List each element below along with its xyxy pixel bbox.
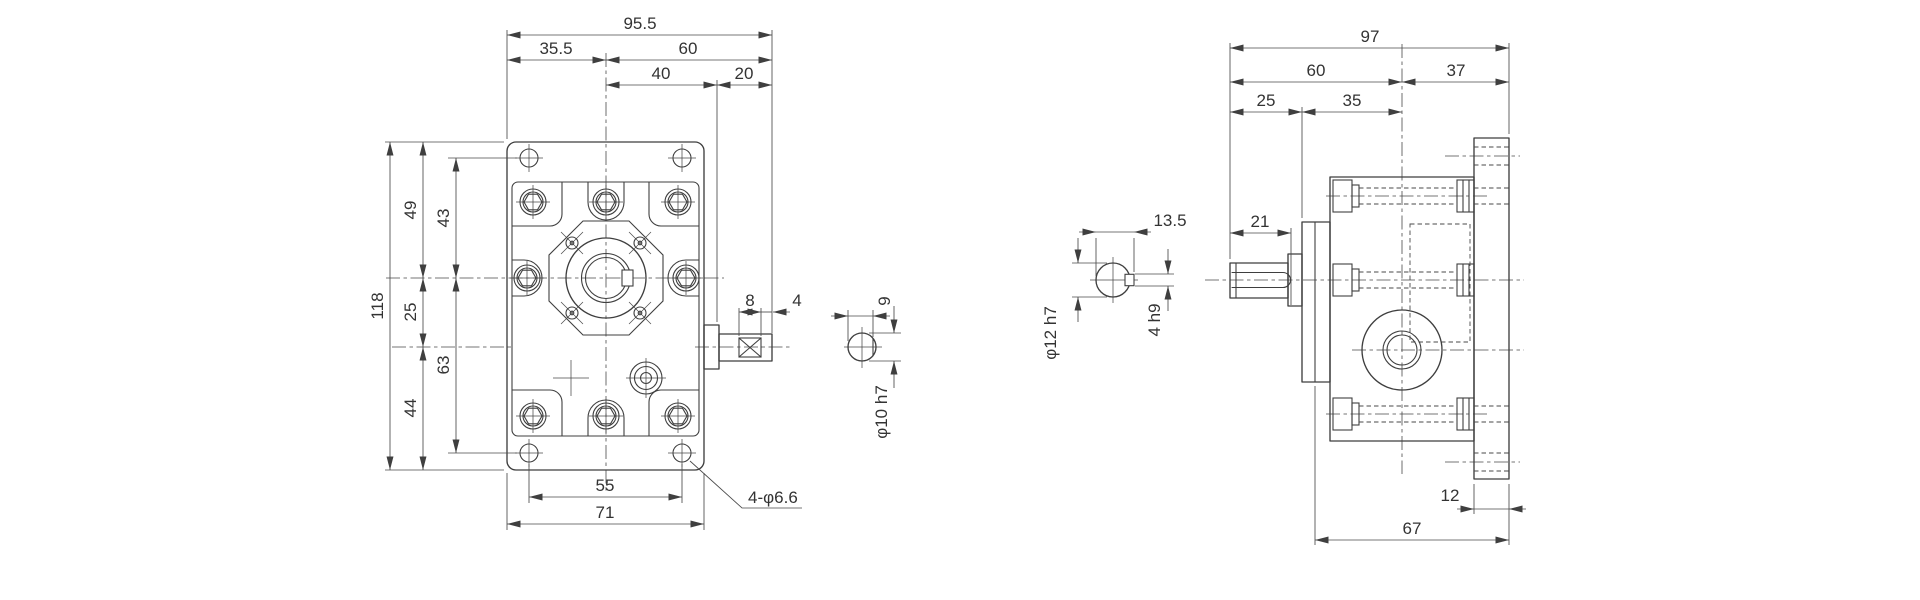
hidden-bore (1409, 223, 1471, 343)
dim-shaft-diameter: φ12 h7 (1041, 306, 1060, 360)
dim-stub-across-flat: 9 (875, 296, 894, 305)
dim-front-total-height: 118 (368, 292, 387, 319)
drive-shaft (1229, 262, 1289, 299)
drain-port (626, 358, 666, 398)
dim-shaft-key-length: 21 (1251, 212, 1270, 231)
dim-front-tip-width: 20 (735, 64, 754, 83)
dim-side-front-depth: 60 (1307, 61, 1326, 80)
side-body (1229, 137, 1510, 480)
shaft-keyway (621, 269, 634, 287)
front-cover (1301, 221, 1331, 383)
dim-side-total-depth: 97 (1361, 27, 1380, 46)
shaft-keyway-slot (1231, 271, 1291, 289)
dim-front-left-width: 35.5 (539, 39, 572, 58)
dim-stub-tip-length: 4 (792, 291, 801, 310)
dim-front-bottom-height: 44 (401, 399, 420, 418)
front-extension-lines (385, 30, 773, 530)
dim-side-cover-depth: 25 (1257, 91, 1276, 110)
dim-front-total-width: 95.5 (623, 14, 656, 33)
dim-body-depth: 67 (1403, 519, 1422, 538)
side-view: 97 60 37 25 35 21 13.5 φ12 h7 4 h9 12 67 (1041, 27, 1526, 545)
dim-key-width: 4 h9 (1145, 303, 1164, 336)
side-extension-lines (1229, 43, 1510, 545)
dim-side-mid-depth: 35 (1343, 91, 1362, 110)
dim-front-body-width: 40 (652, 64, 671, 83)
dim-front-flange-width: 71 (596, 503, 615, 522)
side-centerlines (1205, 44, 1524, 474)
label-corner-holes: 4-φ6.6 (748, 488, 798, 507)
stub-shaft (703, 324, 773, 370)
front-body (506, 141, 773, 471)
front-dimensions (386, 31, 802, 528)
dim-front-hole-top: 43 (434, 209, 453, 228)
dim-front-mid-height: 25 (401, 303, 420, 322)
dim-stub-diameter: φ10 h7 (872, 385, 891, 439)
dim-front-hole-span: 55 (596, 476, 615, 495)
dim-side-rear-depth: 37 (1447, 61, 1466, 80)
port-boss (1361, 309, 1443, 391)
shaft-section-detail (1072, 228, 1174, 322)
side-dimensions (1230, 44, 1526, 544)
port-center-mark (553, 360, 589, 396)
key-section (1124, 273, 1135, 287)
dim-front-right-width: 60 (679, 39, 698, 58)
stub-section (831, 306, 901, 388)
dim-stub-flat-length: 8 (745, 291, 754, 310)
mounting-flange (1473, 137, 1510, 480)
side-labels: 97 60 37 25 35 21 13.5 φ12 h7 4 h9 12 67 (1041, 27, 1465, 538)
dim-front-top-height: 49 (401, 201, 420, 220)
dim-flange-thickness: 12 (1441, 486, 1460, 505)
dim-key-section-width: 13.5 (1153, 211, 1186, 230)
front-labels: 95.5 35.5 60 40 20 118 49 25 44 43 63 55… (368, 14, 894, 522)
dim-front-hole-bottom: 63 (434, 356, 453, 375)
front-view: 95.5 35.5 60 40 20 118 49 25 44 43 63 55… (368, 14, 901, 530)
